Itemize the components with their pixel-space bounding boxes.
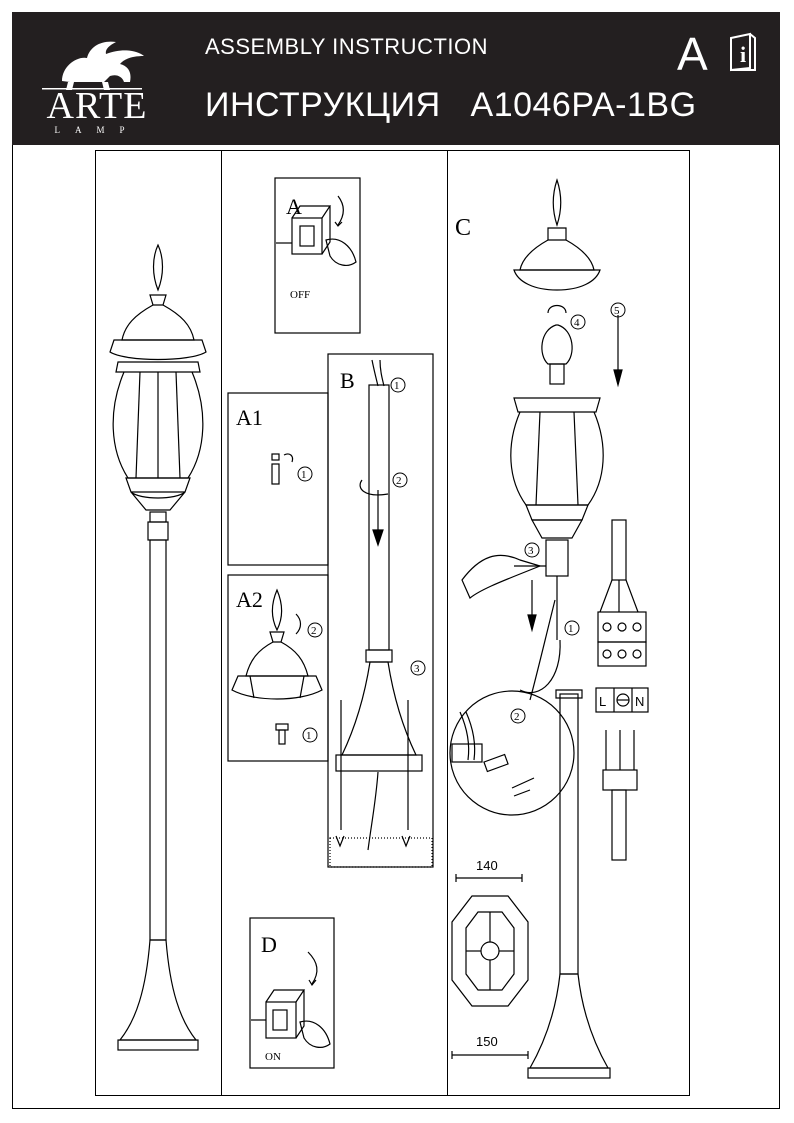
step-a-label: A <box>286 194 302 219</box>
model-number: A1046PA-1BG <box>470 86 697 124</box>
switch-off-icon <box>276 195 357 266</box>
step-a1-num-1: 1 <box>301 469 307 481</box>
griffin-logo-icon <box>42 41 144 90</box>
content-frame <box>95 150 690 1096</box>
step-c-num-1: 1 <box>568 623 574 635</box>
lamp-post-lower-illustration <box>527 689 611 1079</box>
step-b-num-1: 1 <box>394 380 400 392</box>
info-book-icon: i <box>730 32 756 72</box>
terminal-block-wiring <box>595 519 649 861</box>
dimension-bottom-150: 150 <box>476 1034 498 1049</box>
post-mounting-icon <box>329 359 433 868</box>
step-d-box <box>249 917 335 1069</box>
column-divider-left <box>221 150 222 1096</box>
dimension-top-140: 140 <box>476 858 498 873</box>
brand-name: ARTE <box>46 85 148 127</box>
lamp-post-full-illustration <box>109 243 207 1051</box>
step-c-num-2: 2 <box>514 711 520 723</box>
base-dimension-drawing <box>451 874 529 1059</box>
step-a-caption: OFF <box>290 289 310 301</box>
step-b-label: B <box>340 368 355 393</box>
brand-subtitle: LAMP <box>54 125 140 135</box>
step-b-num-3: 3 <box>414 663 420 675</box>
step-a2-label: A2 <box>236 587 263 612</box>
header-bar: ARTE LAMP ASSEMBLY INSTRUCTION ИНСТРУКЦИ… <box>12 12 780 145</box>
svg-text:i: i <box>740 42 746 67</box>
step-d-caption: ON <box>265 1051 281 1063</box>
screw-removal-icon <box>271 453 294 485</box>
step-c-label: C <box>455 215 471 241</box>
step-c-num-5: 5 <box>614 305 620 317</box>
column-divider-right <box>447 150 448 1096</box>
switch-on-icon <box>251 951 331 1048</box>
title-russian: ИНСТРУКЦИЯ <box>205 86 441 124</box>
lamp-cap-removal-icon <box>231 588 323 745</box>
step-c-num-3: 3 <box>528 545 534 557</box>
terminal-label-n: N <box>635 694 644 709</box>
step-a-box <box>274 177 361 334</box>
wiring-detail-magnifier <box>449 599 575 816</box>
step-b-num-2: 2 <box>396 475 402 487</box>
step-d-label: D <box>261 932 277 957</box>
step-b-box <box>327 353 434 868</box>
step-c-num-4: 4 <box>574 317 580 329</box>
step-a2-num-1: 1 <box>306 730 312 742</box>
title-model-line: ИНСТРУКЦИЯ A1046PA-1BG <box>205 86 697 125</box>
step-a1-label: A1 <box>236 405 263 430</box>
lamp-head-assembly-illustration <box>461 178 623 640</box>
step-a2-num-2: 2 <box>311 625 317 637</box>
category-letter: A <box>677 28 708 80</box>
terminal-label-l: L <box>599 694 606 709</box>
title-english: ASSEMBLY INSTRUCTION <box>205 34 489 59</box>
